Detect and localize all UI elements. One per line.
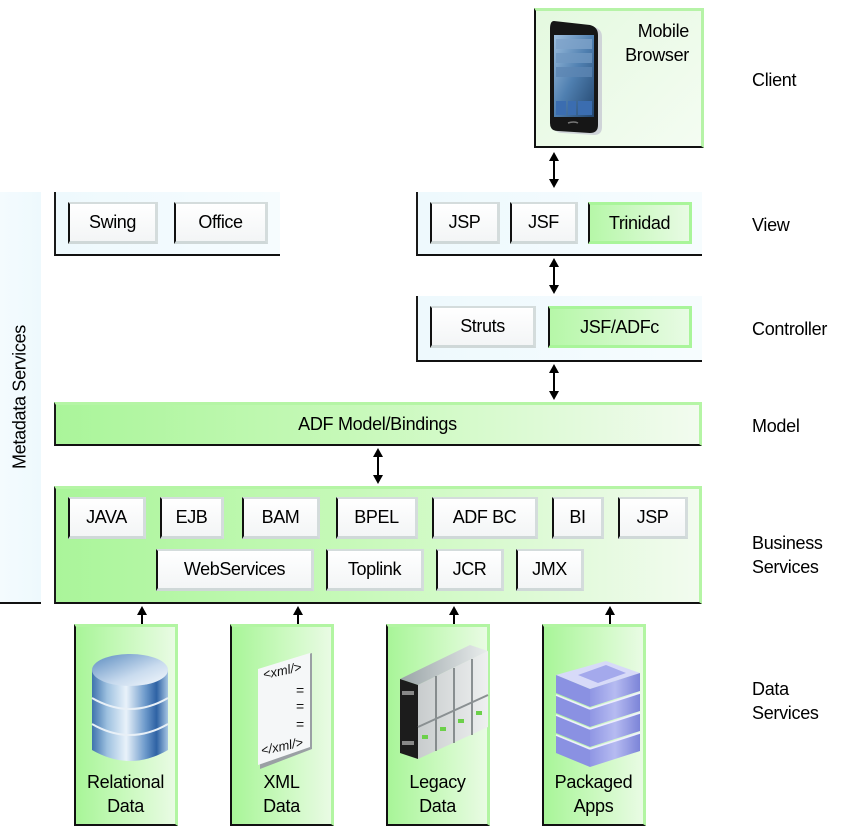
metadata-services-panel — [0, 192, 41, 604]
svg-text:=: = — [296, 682, 304, 698]
xml-document-icon: <xml/> = = = </xml/> — [258, 653, 312, 769]
database-icon — [91, 654, 169, 761]
model-label: ADF Model/Bindings — [298, 414, 457, 434]
arrow-controller-model — [549, 364, 559, 400]
legacy-data-label: Legacy Data — [409, 772, 466, 816]
svg-text:=: = — [296, 716, 304, 732]
chip-adf-bc[interactable]: ADF BC — [432, 497, 538, 539]
chip-ejb[interactable]: EJB — [160, 497, 224, 539]
arrow-view-controller — [549, 258, 559, 294]
chip-jsf[interactable]: JSF — [510, 202, 578, 244]
chip-swing[interactable]: Swing — [68, 202, 158, 244]
business-services-panel: JAVA EJB BAM BPEL ADF BC BI JSP WebServi… — [54, 486, 702, 604]
packaged-apps-icon — [555, 661, 641, 767]
arrow-model-business — [373, 448, 383, 484]
chip-toplink[interactable]: Toplink — [326, 549, 424, 591]
relational-data-label: Relational Data — [86, 772, 165, 816]
metadata-services-label: Metadata Services — [9, 325, 30, 469]
chip-trinidad[interactable]: Trinidad — [588, 202, 692, 244]
chip-jsp[interactable]: JSP — [430, 202, 500, 244]
layer-label-data-services: Data Services — [752, 679, 819, 723]
chip-bpel[interactable]: BPEL — [336, 497, 418, 539]
server-rack-icon — [400, 645, 489, 759]
chip-struts[interactable]: Struts — [430, 306, 536, 348]
mobile-browser-label: Mobile Browser — [625, 21, 689, 65]
chip-bi[interactable]: BI — [552, 497, 604, 539]
packaged-apps-label: Packaged Apps — [554, 772, 633, 816]
chip-office[interactable]: Office — [174, 202, 268, 244]
view-web-panel: JSP JSF Trinidad — [416, 192, 702, 256]
xml-data-label: XML Data — [263, 772, 300, 816]
data-service-relational[interactable]: Relational Data — [74, 624, 178, 826]
svg-text:=: = — [296, 698, 304, 714]
layer-label-view: View — [752, 215, 790, 235]
mobile-browser-box[interactable]: Mobile Browser — [534, 8, 704, 148]
layer-label-business-services: Business Services — [752, 533, 823, 577]
data-service-xml[interactable]: <xml/> = = = </xml/> XML Data — [230, 624, 334, 826]
view-desktop-panel: Swing Office — [54, 192, 280, 256]
chip-jsf-adfc[interactable]: JSF/ADFc — [548, 306, 692, 348]
chip-bam[interactable]: BAM — [242, 497, 320, 539]
chip-jcr[interactable]: JCR — [436, 549, 504, 591]
chip-webservices[interactable]: WebServices — [156, 549, 314, 591]
controller-panel: Struts JSF/ADFc — [416, 296, 702, 362]
chip-jsp-business[interactable]: JSP — [618, 497, 688, 539]
layer-label-client: Client — [752, 70, 797, 90]
chip-java[interactable]: JAVA — [68, 497, 146, 539]
layer-label-controller: Controller — [752, 319, 828, 339]
model-panel[interactable]: ADF Model/Bindings — [54, 402, 702, 446]
chip-jmx[interactable]: JMX — [516, 549, 584, 591]
data-service-packaged-apps[interactable]: Packaged Apps — [542, 624, 646, 826]
mobile-phone-icon — [550, 21, 602, 135]
arrow-client-view — [549, 152, 559, 188]
layer-label-model: Model — [752, 416, 800, 436]
data-service-legacy[interactable]: Legacy Data — [386, 624, 490, 826]
